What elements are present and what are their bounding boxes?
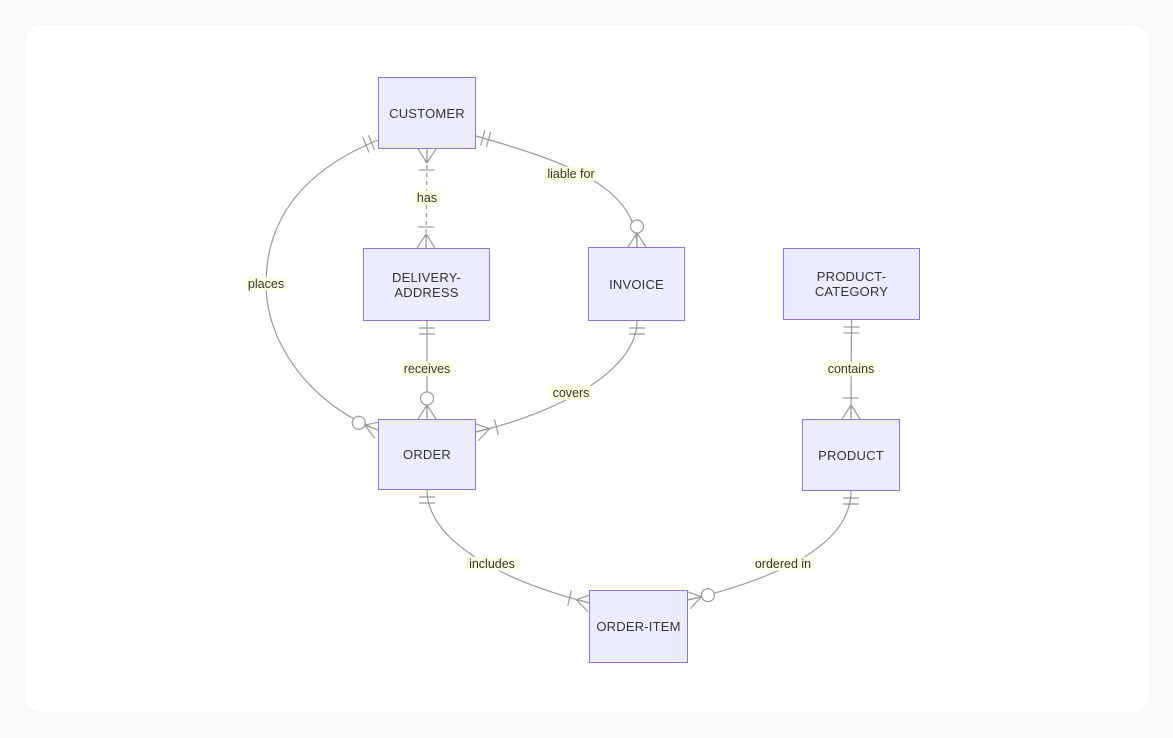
entity-customer: CUSTOMER [378,77,476,149]
diagram-card [25,25,1149,712]
relationship-label-receives: receives [400,361,454,377]
relationship-label-liable-for: liable for [544,166,598,182]
relationship-label-includes: includes [466,556,518,572]
entity-product: PRODUCT [802,419,900,491]
entity-invoice: INVOICE [588,247,685,321]
relationship-label-ordered-in: ordered in [751,556,815,572]
relationship-label-places: places [244,276,288,292]
relationship-label-contains: contains [824,361,878,377]
entity-product-category: PRODUCT-CATEGORY [783,248,920,320]
entity-order: ORDER [378,419,476,490]
entity-delivery-address: DELIVERY-ADDRESS [363,248,490,321]
relationship-label-covers: covers [549,385,593,401]
entity-order-item: ORDER-ITEM [589,590,688,663]
relationship-label-has: has [413,190,441,206]
